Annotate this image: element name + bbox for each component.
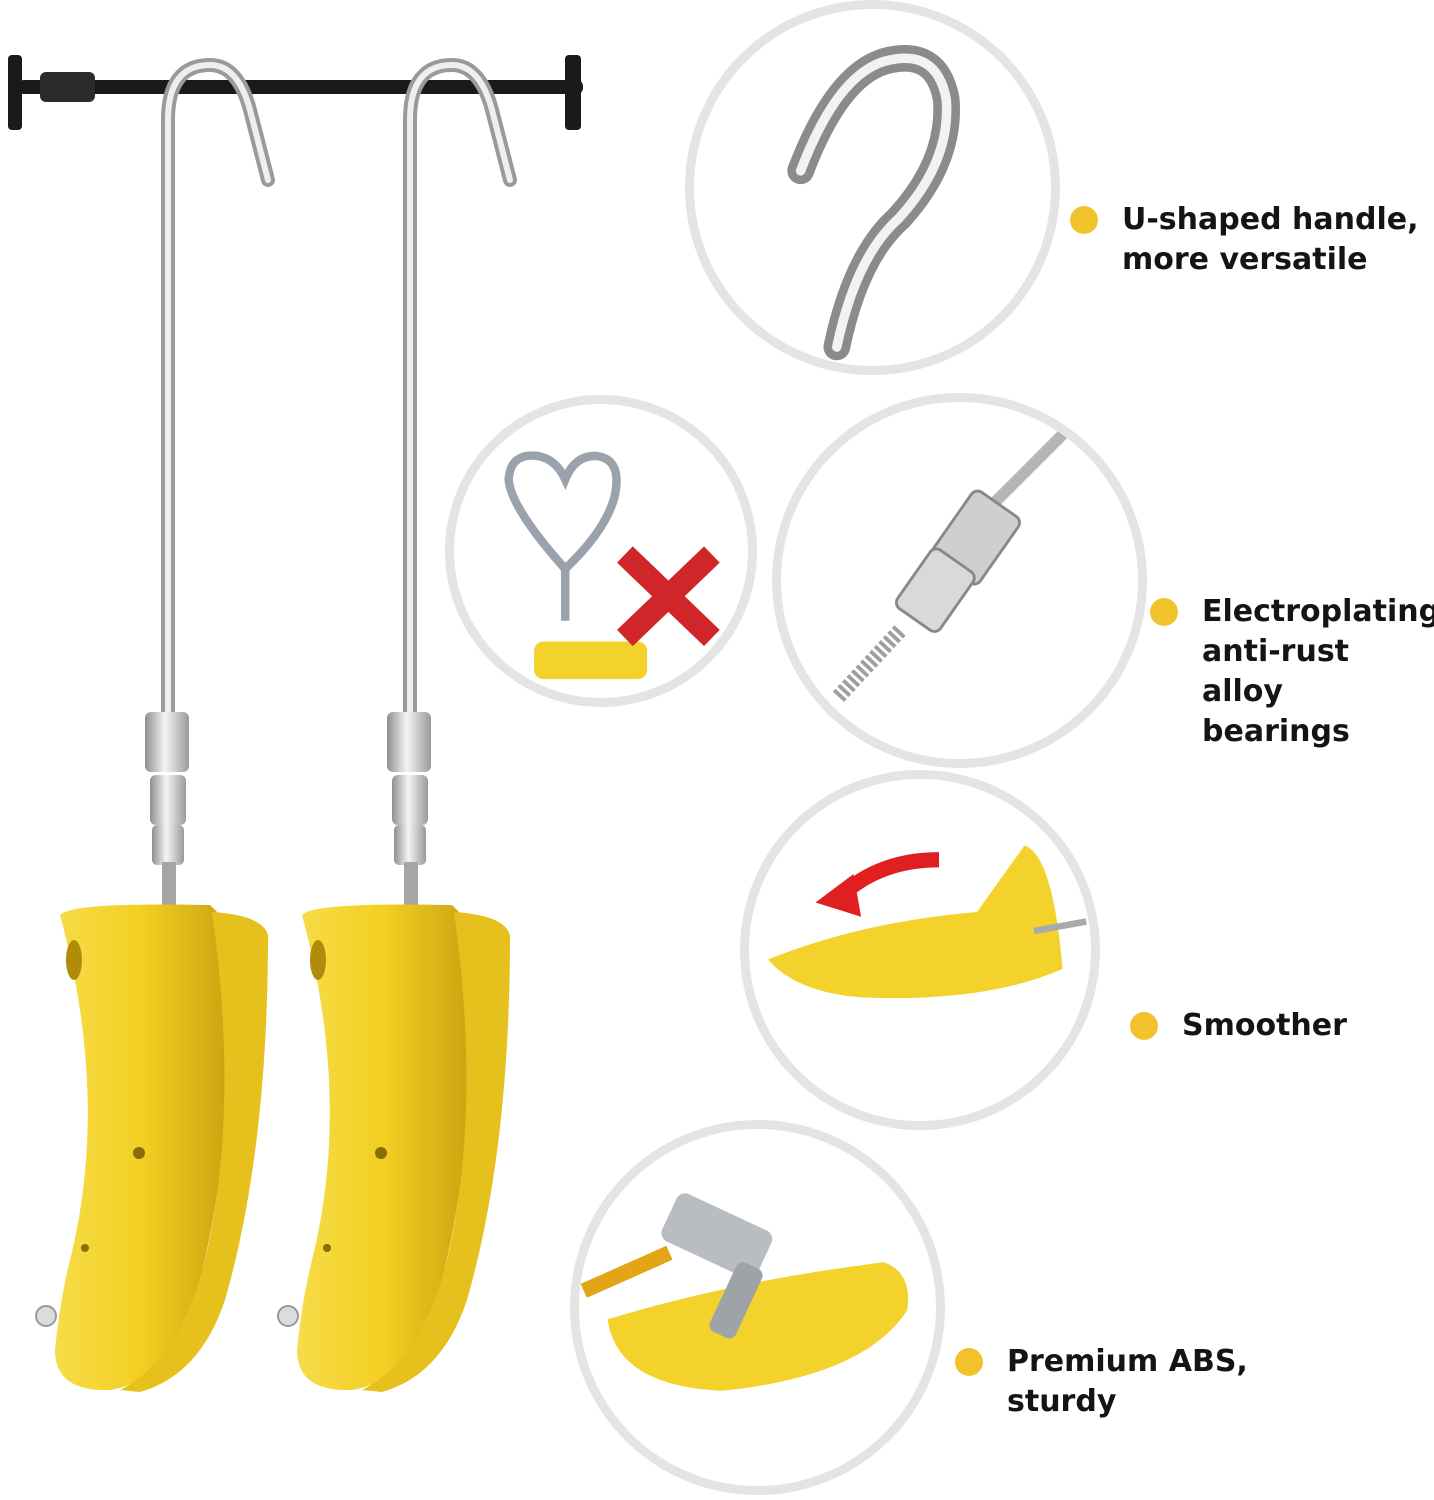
- dot-icon: [1150, 598, 1178, 626]
- hammer-icon: [580, 1193, 909, 1391]
- feature-label: Premium ABS, sturdy: [1007, 1344, 1248, 1419]
- dot-icon: [955, 1348, 983, 1376]
- bearing-detail-circle: [772, 393, 1147, 768]
- shoe-tree-right: [277, 57, 517, 1392]
- cross-icon: [617, 546, 720, 647]
- feature-label: U-shaped handle, more versatile: [1122, 202, 1419, 277]
- feature-premium-abs: Premium ABS, sturdy: [955, 1342, 1248, 1422]
- curved-arrow-icon: [815, 852, 940, 917]
- smoother-detail-circle: [740, 770, 1100, 1130]
- heart-hook-circle: [445, 395, 757, 707]
- feature-u-shaped-handle: U-shaped handle, more versatile: [1070, 200, 1418, 280]
- dot-icon: [1130, 1012, 1158, 1040]
- feature-label: Electroplating anti-rust alloy bearings: [1202, 594, 1434, 749]
- feature-anti-rust-bearings: Electroplating anti-rust alloy bearings: [1150, 592, 1434, 752]
- bearing-icon: [832, 426, 1071, 703]
- hook-detail-circle: [685, 0, 1060, 375]
- shoe-tree-left: [35, 57, 275, 1392]
- u-hook-icon: [787, 45, 960, 361]
- abs-detail-circle: [570, 1120, 945, 1495]
- hanging-rod: [8, 55, 583, 130]
- feature-smoother: Smoother: [1130, 1006, 1347, 1046]
- feature-label: Smoother: [1182, 1008, 1347, 1043]
- smooth-mechanism-icon: [768, 845, 1087, 999]
- dot-icon: [1070, 206, 1098, 234]
- heart-hook-icon: [504, 451, 720, 680]
